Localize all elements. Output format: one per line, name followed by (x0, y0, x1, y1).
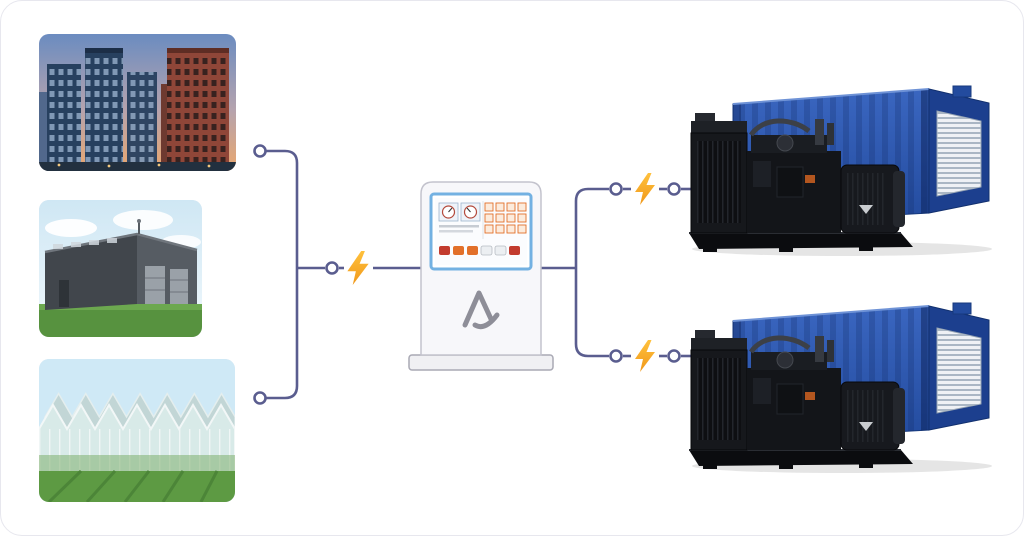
connector-line (265, 149, 299, 400)
cabinet-pedestal (408, 354, 554, 371)
generator-unit-1 (687, 77, 997, 259)
connection-node (667, 349, 681, 363)
connection-node (253, 391, 267, 405)
residential-buildings-illustration (39, 34, 236, 171)
control-panel-screen (429, 192, 533, 271)
control-cabinet-illustration (408, 181, 554, 371)
warehouse-illustration (39, 200, 202, 337)
connection-node (609, 182, 623, 196)
connection-node (325, 261, 339, 275)
photo-residential-buildings (39, 34, 236, 171)
greenhouse-illustration (39, 359, 235, 502)
connector-line (574, 268, 609, 358)
connection-node (667, 182, 681, 196)
brand-logo-icon (462, 290, 500, 330)
control-cabinet (406, 179, 556, 374)
generator-unit-2 (687, 294, 997, 476)
photo-greenhouses (39, 359, 235, 502)
connection-node (253, 144, 267, 158)
lightning-bolt-icon (635, 340, 655, 372)
photo-industrial-warehouse (39, 200, 202, 337)
lightning-bolt-icon (635, 173, 655, 205)
connector-line (574, 187, 609, 268)
connection-node (609, 349, 623, 363)
lightning-bolt-icon (347, 251, 369, 285)
